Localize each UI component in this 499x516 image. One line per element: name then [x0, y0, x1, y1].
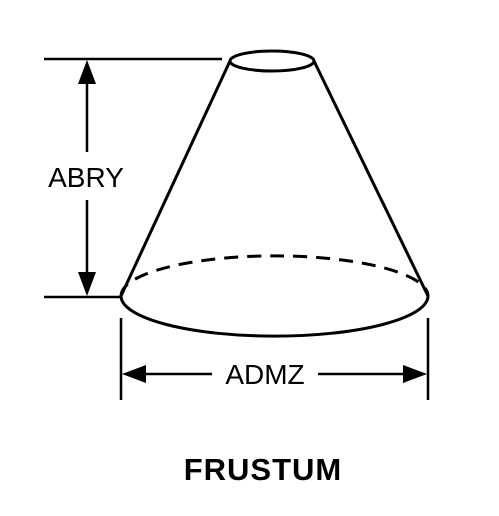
height-dimension: [44, 57, 222, 299]
diameter-label: ADMZ: [225, 359, 304, 390]
top-ellipse: [228, 49, 316, 73]
diameter-dimension: [119, 318, 430, 400]
base-ellipse-back-hidden: [119, 254, 430, 297]
left-slant-edge: [119, 60, 232, 297]
height-label: ABRY: [48, 162, 124, 193]
diameter-arrow-left-icon: [122, 365, 146, 383]
frustum-shape: [119, 49, 430, 338]
right-slant-edge: [312, 60, 430, 297]
diameter-arrow-right-icon: [403, 365, 427, 383]
height-arrow-up-icon: [78, 60, 96, 84]
base-ellipse-front: [119, 295, 430, 338]
height-arrow-down-icon: [78, 272, 96, 296]
figure-caption: FRUSTUM: [184, 452, 343, 487]
